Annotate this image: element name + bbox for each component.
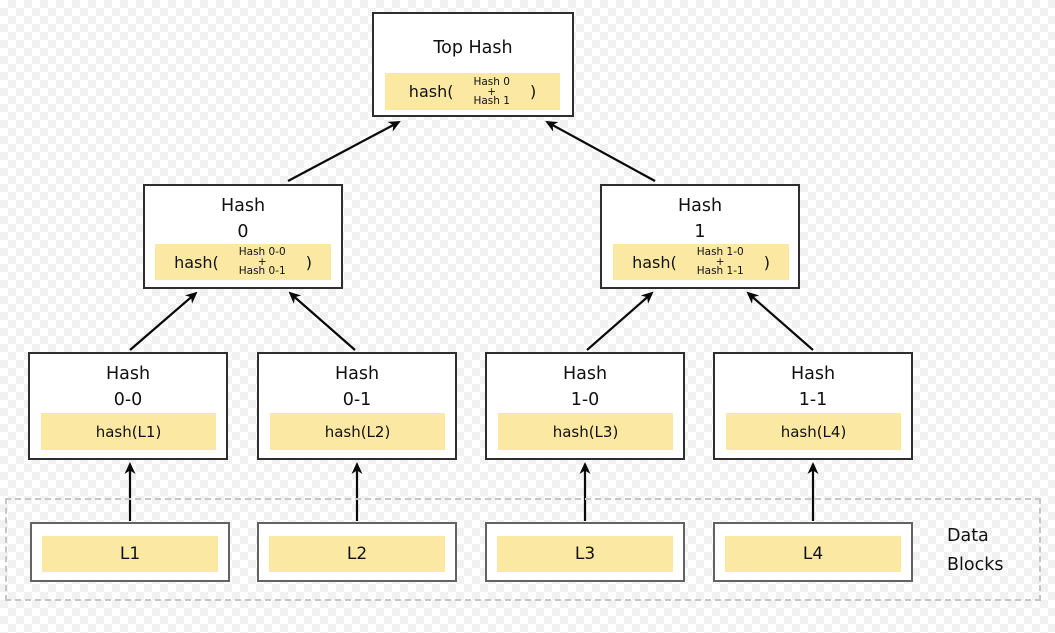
node-title-line1: Hash (562, 364, 608, 384)
data-block-l3: L3 (485, 522, 685, 582)
formula-args: Hash 0-0 + Hash 0-1 (239, 247, 286, 277)
formula-arg-top: Hash 1-0 (696, 246, 744, 258)
data-block-text: L3 (574, 544, 596, 564)
data-block-text: L4 (802, 544, 824, 564)
node-title-line1: Hash (677, 196, 723, 216)
data-block-label: L3 (497, 536, 673, 572)
plus-sign: + (257, 256, 267, 268)
hash-formula: hash(L3) (498, 413, 673, 450)
node-hash-1-0: Hash 1-0 hash(L3) (485, 352, 685, 460)
node-title-line2: 0 (237, 222, 249, 242)
hash-formula: hash( Hash 0 + Hash 1 ) (385, 73, 560, 110)
hash-formula: hash( Hash 1-0 + Hash 1-1 ) (613, 244, 789, 280)
node-title: Hash 1-0 (487, 361, 683, 413)
plus-sign: + (715, 256, 725, 268)
data-block-text: L1 (119, 544, 141, 564)
node-title-line1: Hash (105, 364, 151, 384)
formula-text: hash(L4) (780, 422, 847, 441)
data-block-l1: L1 (30, 522, 230, 582)
formula-arg-bottom: Hash 0-1 (238, 265, 286, 277)
node-title-line1: Hash (334, 364, 380, 384)
node-title-line1: Hash (220, 196, 266, 216)
node-hash-1-1: Hash 1-1 hash(L4) (713, 352, 913, 460)
node-title: Hash 1 (602, 193, 798, 245)
formula-arg-top: Hash 0-0 (238, 246, 286, 258)
formula-arg-bottom: Hash 1 (473, 94, 510, 107)
node-hash-0: Hash 0 hash( Hash 0-0 + Hash 0-1 ) (143, 184, 343, 289)
node-title: Hash 0-1 (259, 361, 455, 413)
formula-text: hash(L2) (324, 422, 391, 441)
formula-prefix: hash( (632, 252, 677, 272)
plus-sign: + (487, 85, 497, 98)
hash-formula: hash(L4) (726, 413, 901, 450)
data-block-text: L2 (346, 544, 368, 564)
node-title-line2: 1-1 (798, 390, 828, 410)
node-title-line2: 1-0 (570, 390, 600, 410)
formula-suffix: ) (763, 252, 770, 272)
node-title: Hash 1-1 (715, 361, 911, 413)
data-block-label: L4 (725, 536, 901, 572)
data-block-label: L2 (269, 536, 445, 572)
node-top-hash: Top Hash hash( Hash 0 + Hash 1 ) (372, 12, 574, 117)
node-title: Top Hash (433, 38, 513, 58)
data-blocks-caption: Data Blocks (947, 522, 1003, 580)
formula-suffix: ) (305, 252, 312, 272)
node-title-line2: 0-0 (113, 390, 143, 410)
node-title-line1: Hash (790, 364, 836, 384)
hash-formula: hash( Hash 0-0 + Hash 0-1 ) (155, 244, 331, 280)
formula-text: hash(L1) (95, 422, 162, 441)
node-title-line2: 1 (694, 222, 706, 242)
formula-args: Hash 1-0 + Hash 1-1 (697, 247, 744, 277)
data-block-l4: L4 (713, 522, 913, 582)
hash-formula: hash(L1) (41, 413, 216, 450)
formula-args: Hash 0 + Hash 1 (473, 75, 510, 107)
node-title: Hash 0-0 (30, 361, 226, 413)
hash-formula: hash(L2) (270, 413, 445, 450)
node-hash-1: Hash 1 hash( Hash 1-0 + Hash 1-1 ) (600, 184, 800, 289)
formula-suffix: ) (529, 82, 537, 101)
formula-arg-bottom: Hash 1-1 (696, 265, 744, 277)
data-block-l2: L2 (257, 522, 457, 582)
caption-line2: Blocks (947, 555, 1004, 575)
caption-line1: Data (947, 526, 989, 546)
formula-prefix: hash( (408, 82, 454, 101)
node-hash-0-1: Hash 0-1 hash(L2) (257, 352, 457, 460)
formula-arg-top: Hash 0 (473, 75, 510, 88)
node-title: Hash 0 (145, 193, 341, 245)
data-blocks-region (5, 498, 1041, 601)
formula-prefix: hash( (174, 252, 219, 272)
data-block-label: L1 (42, 536, 218, 572)
node-title-line2: 0-1 (342, 390, 372, 410)
formula-text: hash(L3) (552, 422, 619, 441)
node-hash-0-0: Hash 0-0 hash(L1) (28, 352, 228, 460)
